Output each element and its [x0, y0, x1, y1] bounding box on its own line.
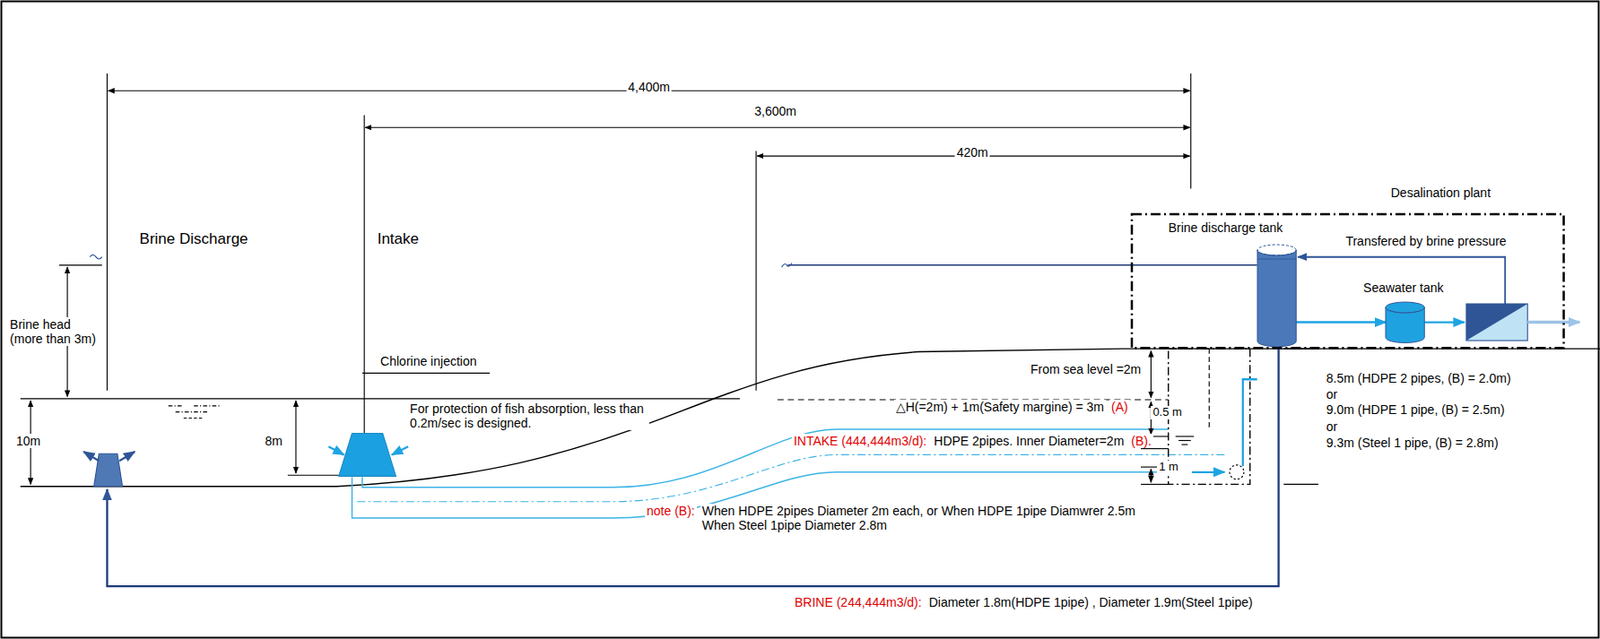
feed-arrow: [1424, 321, 1464, 323]
extension-line: [106, 73, 108, 392]
cylinder-body: [1257, 250, 1296, 348]
label-text: 4,400m: [626, 79, 672, 95]
node-heading: Seawater tank: [1363, 280, 1444, 296]
label-text: △H(=2m) + 1m(Safety margine) = 3m: [894, 400, 1106, 415]
depth-tick: [1283, 484, 1319, 486]
dimension-1m: [1150, 469, 1152, 483]
extension-line: [756, 150, 757, 391]
brine-pipe: [106, 347, 1279, 587]
text-row: INTAKE (444,444m3/d):HDPE 2pipes. Inner …: [791, 434, 1154, 449]
drawing-part: [1140, 448, 1169, 450]
label-text: Intake: [375, 230, 421, 249]
label-text: INTAKE (444,444m3/d):: [791, 434, 929, 449]
label-text: 9.3m (Steel 1 pipe, (B) = 2.8m): [1324, 435, 1501, 451]
label-text: or: [1324, 419, 1340, 435]
tank-cylinder: Brine discharge tank: [1257, 244, 1296, 348]
dimension-3600: [365, 127, 1190, 129]
product-arrow: [1527, 321, 1580, 324]
label-text: (B).: [1129, 434, 1154, 449]
cylinder-top: [1257, 244, 1296, 256]
pump-inflow-arrow: [1191, 471, 1225, 474]
flow-connector: [1295, 321, 1386, 323]
label-text: HDPE 2pipes. Inner Diameter=2m: [931, 434, 1126, 449]
brine-level-line: [787, 264, 1257, 266]
plant-boundary: Desalination plantBrine discharge tankSe…: [1130, 213, 1566, 349]
membrane-unit: [1466, 304, 1528, 341]
drawing-part: [183, 417, 205, 419]
drawing-part: [1182, 443, 1189, 445]
label-text: Brine Discharge: [138, 230, 251, 249]
label-text: Transfered by brine pressure: [1343, 234, 1508, 249]
water-level-mark: [89, 254, 103, 260]
node-outline: [1385, 302, 1425, 344]
well-divider: [1208, 348, 1210, 429]
tank-band: [1257, 259, 1296, 261]
label-text: or: [1324, 387, 1340, 402]
label-text: Diameter 1.8m(HDPE 1pipe) , Diameter 1.9…: [927, 595, 1255, 610]
dimension-2m: [1150, 350, 1152, 398]
label-text: 8m: [263, 434, 285, 449]
node-heading: Brine discharge tank: [1168, 220, 1284, 235]
pump-riser: [1243, 379, 1258, 467]
extension-line: [364, 115, 366, 435]
text-row: △H(=2m) + 1m(Safety margine) = 3m(A): [894, 400, 1131, 415]
label-text: When HDPE 2pipes Diameter 2m each, or Wh…: [700, 504, 1162, 533]
extension-line: [1190, 73, 1192, 190]
intake-structure: [339, 434, 397, 478]
depth-8m-arrow: [295, 400, 296, 474]
node-heading: Desalination plant: [1391, 185, 1491, 200]
well-water-mark: [1175, 436, 1194, 445]
drawing-part: [1175, 435, 1194, 437]
drawing-part: [1178, 440, 1192, 442]
label-text: 420m: [955, 145, 991, 160]
text-row: BRINE (244,444m3/d):Diameter 1.8m(HDPE 1…: [792, 595, 1255, 610]
label-text: 9.0m (HDPE 1 pipe, (B) = 2.5m): [1324, 402, 1507, 418]
outflow-arrow: [119, 452, 135, 461]
drawing-part: [168, 405, 184, 407]
label-text: For protection of fish absorption, less …: [408, 401, 650, 431]
pump-symbol: [1229, 465, 1244, 480]
label-text: (A): [1109, 400, 1131, 415]
drawing: [20, 73, 1600, 587]
seabed-ground: [20, 348, 1600, 487]
label-text: 1 m: [1156, 460, 1181, 475]
cylinder-top: [1385, 302, 1425, 314]
brine-head-level: [59, 264, 103, 266]
text-row: note (B):When HDPE 2pipes Diameter 2m ea…: [644, 504, 1162, 533]
label-text: 0.5 m: [1150, 406, 1184, 420]
node-outline: [1257, 244, 1296, 348]
depth-tick: [287, 475, 340, 477]
dash-dot-boundary: [1131, 214, 1565, 348]
label-text: Chlorine injection: [378, 354, 479, 369]
label-text: From sea level =2m: [1028, 362, 1143, 377]
chlorine-leader: [362, 373, 490, 374]
label-text: 10m: [14, 434, 43, 449]
water-surface-marks: [168, 406, 220, 419]
drawing-part: [193, 405, 219, 407]
water-level-mark: [782, 263, 792, 269]
intake-pipe-axis: [356, 454, 1225, 502]
drawing-part: [175, 411, 210, 413]
label-text: 8.5m (HDPE 2 pipes, (B) = 2.0m): [1324, 371, 1514, 386]
outflow-arrow: [83, 452, 99, 461]
intake-pipe-upper: [362, 429, 1169, 488]
membrane-unit: [1466, 304, 1528, 341]
sea-level: [20, 398, 740, 400]
tank-cylinder: Seawater tank: [1385, 302, 1425, 344]
drawing-part: [1140, 484, 1169, 486]
inflow-arrow: [391, 446, 409, 455]
label-text: BRINE (244,444m3/d):: [792, 595, 924, 610]
brine-return-arrow: [1297, 257, 1505, 305]
label-text: Brine head (more than 3m): [8, 317, 102, 347]
discharge-structure: [94, 453, 123, 487]
label-text: 3,600m: [752, 104, 799, 119]
label-text: note (B):: [644, 504, 697, 519]
inflow-arrow: [328, 446, 344, 455]
